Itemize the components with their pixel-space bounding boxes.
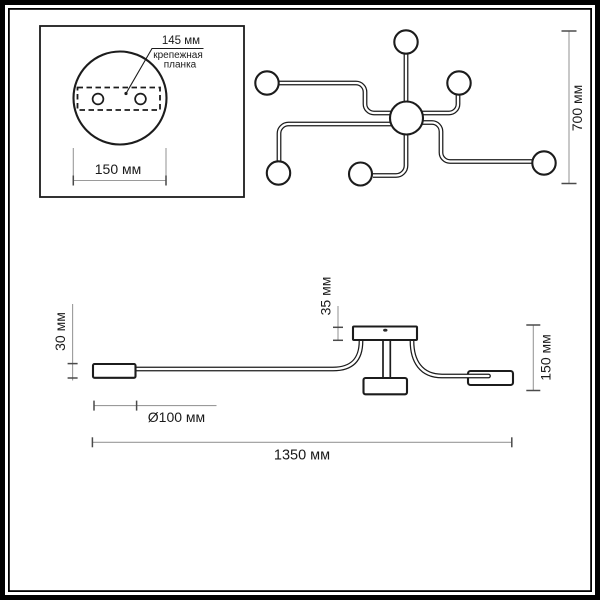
lamp-circle-bottom-middle	[347, 161, 374, 187]
mount-detail-inset: 145 мм крепежная планка 150 мм	[39, 25, 245, 198]
canopy-top-circle	[72, 50, 168, 146]
lamp-head-left	[91, 362, 137, 379]
driver-box	[362, 376, 409, 396]
canopy-height-label: 35 мм	[318, 277, 334, 316]
dim-overall-length: 1350 мм	[91, 437, 513, 464]
leader-line	[125, 47, 204, 94]
mount-bar-label-line1: крепежная	[153, 50, 203, 61]
top-view: 700 мм	[254, 29, 585, 187]
hole-spacing-label: 145 мм	[162, 35, 200, 47]
mount-hole-left	[91, 92, 105, 106]
lamp-circle-upper-right	[446, 70, 472, 96]
dim-canopy-width: 150 мм	[72, 148, 167, 186]
overall-length-label: 1350 мм	[274, 448, 330, 464]
dim-canopy-height: 35 мм	[318, 277, 343, 342]
dim-overall-depth: 700 мм	[561, 30, 585, 185]
head-diameter-label: Ø100 мм	[148, 409, 205, 425]
mount-bar-label-line2: планка	[164, 60, 197, 71]
mounting-plate-dashed-rect	[76, 86, 161, 111]
canopy-screw-dot	[383, 328, 388, 332]
canopy-width-label: 150 мм	[95, 161, 142, 177]
ceiling-canopy	[351, 325, 419, 342]
lamp-circle-lower-right	[531, 150, 557, 176]
mount-hole-right	[134, 92, 147, 106]
head-height-label: 30 мм	[52, 312, 68, 351]
lamp-circle-upper-left	[254, 70, 280, 96]
overall-height-label: 150 мм	[538, 334, 554, 381]
dim-overall-height: 150 мм	[526, 324, 554, 392]
inner-frame	[7, 7, 593, 593]
side-view: 30 мм 35 мм 150 мм Ø100 мм 1350	[52, 277, 554, 464]
dim-head-diameter: Ø100 мм	[93, 400, 217, 425]
lamp-circle-lower-left	[265, 160, 292, 186]
lamp-circle-top	[393, 29, 419, 55]
dim-head-height: 30 мм	[52, 304, 78, 381]
inset-border-box	[39, 25, 245, 198]
leader-dot	[124, 91, 128, 96]
hub-circle	[388, 100, 425, 136]
overall-depth-label: 700 мм	[569, 85, 585, 132]
